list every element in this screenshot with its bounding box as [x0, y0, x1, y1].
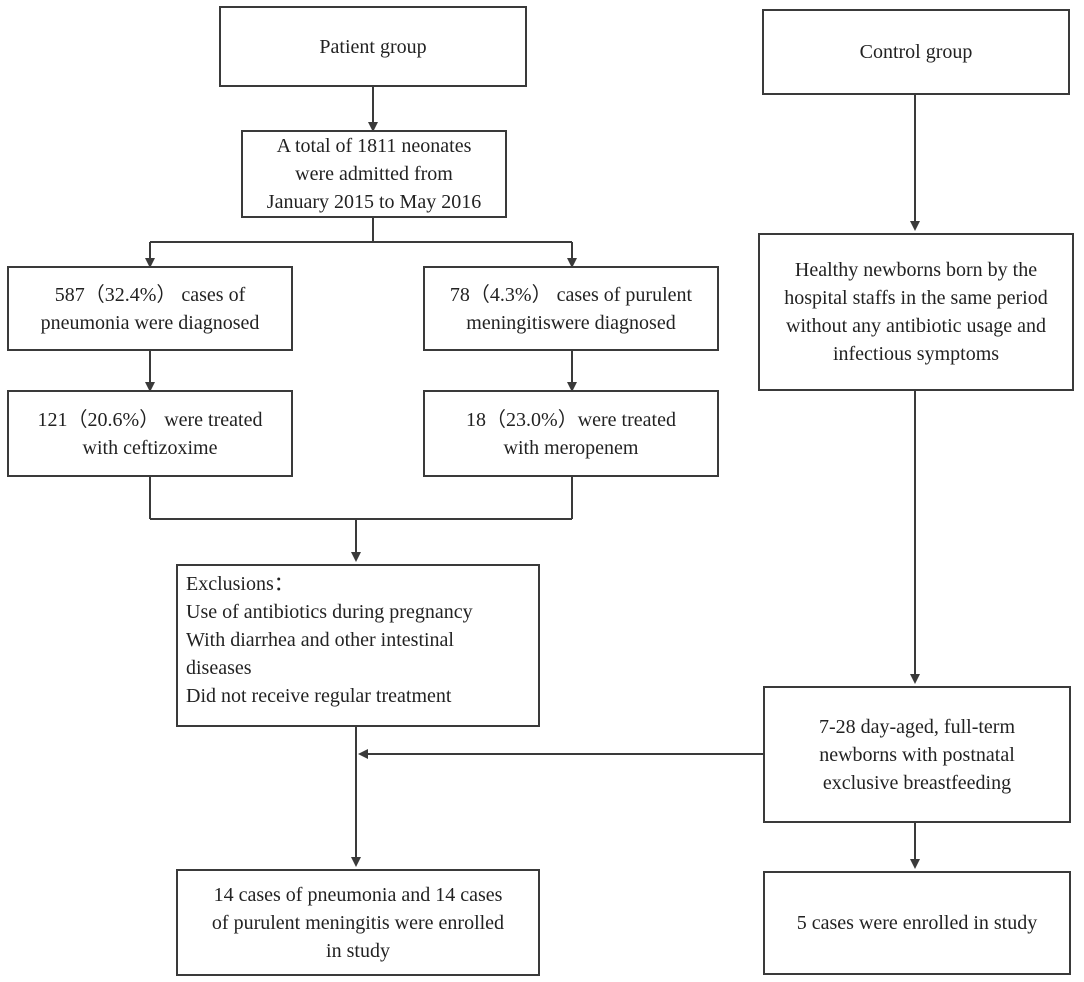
meropenem-line-2: with meropenem	[503, 436, 639, 459]
admitted-line-1: A total of 1811 neonates	[276, 135, 472, 157]
healthy-line-3: without any antibiotic usage and	[786, 315, 1046, 337]
exclusions-box: Exclusions： Use of antibiotics during pr…	[176, 564, 540, 727]
healthy-line-4: infectious symptoms	[832, 343, 1000, 365]
meningitis-line-1: 78（4.3%） cases of purulent	[449, 283, 693, 306]
ceftizoxime-line-1: 121（20.6%） were treated	[37, 408, 263, 431]
criteria-line-2: newborns with postnatal	[819, 743, 1015, 766]
patient-enrolled-line-3: in study	[326, 939, 390, 962]
exclusions-heading: Exclusions：	[186, 573, 294, 595]
meropenem-box: 18（23.0%）were treated with meropenem	[423, 390, 719, 477]
pneumonia-box: 587（32.4%） cases of pneumonia were diagn…	[7, 266, 293, 351]
patient-group-title: Patient group	[319, 35, 427, 58]
pneumonia-line-1: 587（32.4%） cases of	[54, 283, 246, 306]
patient-enrolled-line-1: 14 cases of pneumonia and 14 cases	[213, 883, 503, 906]
criteria-line-1: 7-28 day-aged, full-term	[818, 715, 1016, 738]
healthy-line-2: hospital staffs in the same period	[784, 287, 1048, 309]
patient-enrolled-line-2: of purulent meningitis were enrolled	[211, 911, 505, 934]
meropenem-line-1: 18（23.0%）were treated	[466, 408, 676, 431]
exclusion-item-1: Use of antibiotics during pregnancy	[186, 601, 473, 623]
control-enrolled-box: 5 cases were enrolled in study	[763, 871, 1071, 975]
criteria-line-3: exclusive breastfeeding	[822, 771, 1012, 794]
patient-group-box: Patient group	[219, 6, 527, 87]
exclusion-item-2-cont: diseases	[186, 657, 252, 679]
meningitis-box: 78（4.3%） cases of purulent meningitiswer…	[423, 266, 719, 351]
pneumonia-line-2: pneumonia were diagnosed	[40, 311, 260, 334]
criteria-box: 7-28 day-aged, full-term newborns with p…	[763, 686, 1071, 823]
exclusion-item-2: With diarrhea and other intestinal	[186, 629, 454, 651]
meningitis-line-2: meningitiswere diagnosed	[466, 311, 676, 334]
control-group-box: Control group	[762, 9, 1070, 95]
control-enrolled-text: 5 cases were enrolled in study	[796, 912, 1038, 934]
ceftizoxime-box: 121（20.6%） were treated with ceftizoxime	[7, 390, 293, 477]
exclusion-item-3: Did not receive regular treatment	[186, 685, 452, 707]
admitted-line-2: were admitted from	[295, 163, 453, 185]
admitted-box: A total of 1811 neonates were admitted f…	[241, 130, 507, 218]
ceftizoxime-line-2: with ceftizoxime	[82, 436, 218, 459]
healthy-newborns-box: Healthy newborns born by the hospital st…	[758, 233, 1074, 391]
admitted-line-3: January 2015 to May 2016	[266, 191, 482, 213]
control-group-title: Control group	[859, 41, 973, 63]
patient-enrolled-box: 14 cases of pneumonia and 14 cases of pu…	[176, 869, 540, 976]
healthy-line-1: Healthy newborns born by the	[794, 259, 1038, 281]
